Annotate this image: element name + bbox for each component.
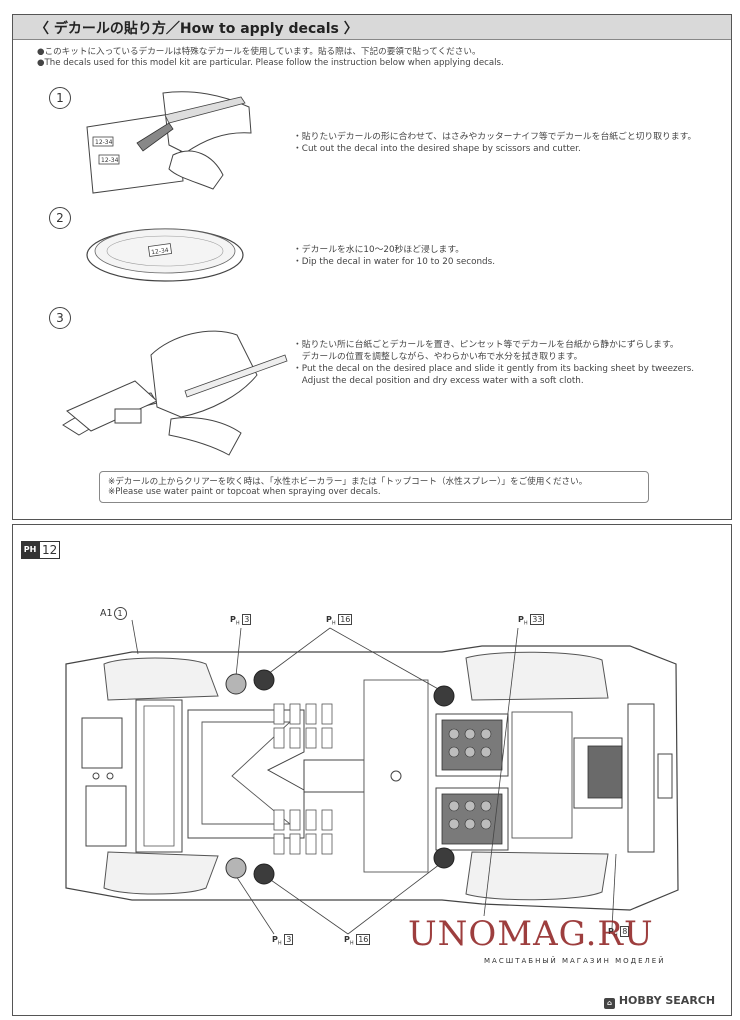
note-en: ※Please use water paint or topcoat when … — [108, 487, 381, 497]
decal-title-bar: 〈 デカールの貼り方／How to apply decals 〉 — [13, 15, 731, 40]
paint-marker-bottom-center: PH 16 — [344, 934, 371, 947]
paint-dot-top-right — [433, 685, 455, 707]
topcoat-note: ※デカールの上からクリアーを吹く時は、「水性ホビーカラー」または「トップコート（… — [99, 471, 649, 503]
note-jp: ※デカールの上からクリアーを吹く時は、「水性ホビーカラー」または「トップコート（… — [108, 477, 588, 487]
paint-dot-bottom-center — [253, 863, 275, 885]
paint-dot-bottom-left — [225, 857, 247, 879]
decal-code-text-3: 12-34 — [151, 247, 169, 256]
intro-jp: ●このキットに入っているデカールは特殊なデカールを使用しています。貼る際は、下記… — [37, 47, 481, 57]
paint-marker-top-center: PH 16 — [326, 614, 353, 627]
paint-icon: PH — [21, 541, 39, 559]
decal-code-text-2: 12-34 — [101, 157, 119, 164]
step-3-number: 3 — [49, 307, 71, 329]
water-dish-illustration: 12-34 — [86, 228, 244, 282]
decal-title: 〈 デカールの貼り方／How to apply decals 〉 — [35, 21, 358, 37]
decal-code-text-1: 12-34 — [95, 139, 113, 146]
logo-icon: ⌂ — [604, 998, 615, 1009]
hobby-search-logo: ⌂ HOBBY SEARCH — [604, 994, 715, 1009]
paint-marker-bottom-right: PH 8 — [608, 926, 630, 939]
watermark-tagline: МАСШТАБНЫЙ МАГАЗИН МОДЕЛЕЙ — [484, 957, 666, 965]
paint-marker-top-right: PH 33 — [518, 614, 545, 627]
applying-decal-illustration — [62, 330, 288, 456]
decal-instructions-panel: 〈 デカールの貼り方／How to apply decals 〉 ●このキットに… — [12, 14, 732, 520]
step-3-text: ・貼りたい所に台紙ごとデカールを置き、ピンセット等でデカールを台紙から静かにずら… — [293, 340, 695, 386]
step-1-text: ・貼りたいデカールの形に合わせて、はさみやカッターナイフ等でデカールを台紙ごと切… — [293, 132, 697, 154]
step-2-text: ・デカールを水に10～20秒ほど浸します。 ・Dip the decal in … — [293, 245, 496, 267]
paint-marker-bottom-left: PH 3 — [272, 934, 294, 947]
step-2-number: 2 — [49, 207, 71, 229]
step-12-number: 12 — [39, 541, 61, 559]
paint-dot-top-center — [253, 669, 275, 691]
intro-en: ●The decals used for this model kit are … — [37, 58, 504, 68]
paint-marker-top-left: PH 3 — [230, 614, 252, 627]
paint-dot-top-left — [225, 673, 247, 695]
paint-dot-bottom-right — [433, 847, 455, 869]
cutting-decal-illustration: 12-34 12-34 — [86, 91, 252, 194]
watermark-brand: UNOMAG.RU — [408, 914, 654, 954]
step-1-number: 1 — [49, 87, 71, 109]
chassis-underside-diagram — [65, 619, 679, 935]
